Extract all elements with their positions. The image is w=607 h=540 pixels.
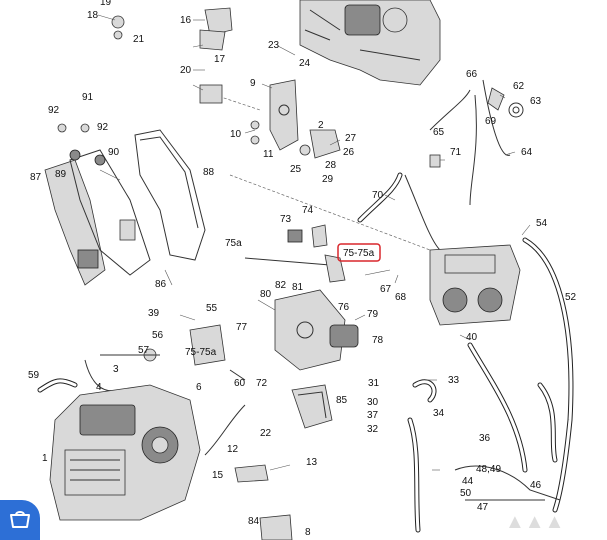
callout: 3 xyxy=(113,364,119,375)
throttle-body-assembly xyxy=(429,244,521,326)
callout: 16 xyxy=(180,15,192,26)
callout: 10 xyxy=(230,129,242,140)
engine-mount-bracket xyxy=(250,79,299,151)
drive-guard xyxy=(44,123,151,286)
callout: 91 xyxy=(82,92,94,103)
callout: 30 xyxy=(367,397,379,408)
callout: 25 xyxy=(290,164,302,175)
upper-left-bracket xyxy=(111,7,233,104)
callout: 31 xyxy=(368,378,380,389)
callout: 78 xyxy=(372,335,384,346)
callout: 89 xyxy=(55,169,67,180)
main-engine xyxy=(49,384,201,521)
callout: 54 xyxy=(536,218,548,229)
callout: 71 xyxy=(450,147,462,158)
callout: 75a xyxy=(225,238,242,249)
callout: 74 xyxy=(302,205,314,216)
callout: 18 xyxy=(87,10,99,21)
callout: 60 xyxy=(234,378,246,389)
callout: 21 xyxy=(133,34,145,45)
callout: 84 xyxy=(248,516,260,527)
callout: 66 xyxy=(466,69,478,80)
callout: 11 xyxy=(263,149,274,160)
callout: 88 xyxy=(203,167,215,178)
callout: 36 xyxy=(479,433,491,444)
callout: 56 xyxy=(152,330,164,341)
callout: 57 xyxy=(138,345,150,356)
callout: 23 xyxy=(268,40,280,51)
callout: 86 xyxy=(155,279,167,290)
callout: 40 xyxy=(466,332,478,343)
callout: 44 xyxy=(462,476,474,487)
callout: 67 xyxy=(380,284,392,295)
callout: 15 xyxy=(212,470,224,481)
callout: 26 xyxy=(343,147,355,158)
callout: 79 xyxy=(367,309,379,320)
callout: 1 xyxy=(42,453,48,464)
callout: 59 xyxy=(28,370,40,381)
callout-labels: 18 19 16 17 20 21 24 23 92 91 92 90 89 8… xyxy=(28,0,577,538)
callout: 48,49 xyxy=(476,464,501,475)
callout: 62 xyxy=(513,81,525,92)
callout: 17 xyxy=(214,54,226,65)
bracket-assembly xyxy=(299,129,341,159)
highlight-label: 75-75a xyxy=(343,248,375,259)
callout: 90 xyxy=(108,147,120,158)
callout: 68 xyxy=(395,292,407,303)
callout: 87 xyxy=(30,172,42,183)
callout: 52 xyxy=(565,292,577,303)
callout: 6 xyxy=(196,382,202,393)
callout: 9 xyxy=(250,78,256,89)
callout: 85 xyxy=(336,395,348,406)
callout: 28 xyxy=(325,160,337,171)
callout: 50 xyxy=(460,488,472,499)
callout: 81 xyxy=(292,282,304,293)
callout: 75-75a xyxy=(185,347,217,358)
callout: 70 xyxy=(372,190,384,201)
callout: 39 xyxy=(148,308,160,319)
leader-lines xyxy=(97,14,531,471)
callout: 37 xyxy=(367,410,379,421)
engine-top-assembly xyxy=(299,0,441,86)
callout: 80 xyxy=(260,289,272,300)
callout: 33 xyxy=(448,375,460,386)
callout: 34 xyxy=(433,408,445,419)
callout: 24 xyxy=(299,58,311,69)
callout: 19 xyxy=(100,0,112,8)
watermark: ▲▲▲ xyxy=(505,511,564,533)
actuator-assembly xyxy=(274,289,359,371)
callout: 47 xyxy=(477,502,489,513)
highlighted-callout[interactable]: 75-75a xyxy=(337,243,381,262)
callout: 2 xyxy=(318,120,324,131)
callout: 92 xyxy=(97,122,109,133)
callout: 12 xyxy=(227,444,239,455)
callout: 92 xyxy=(48,105,60,116)
callout: 20 xyxy=(180,65,192,76)
belt-guard xyxy=(134,129,206,261)
callout: 8 xyxy=(305,527,311,538)
callout: 76 xyxy=(338,302,350,313)
callout: 63 xyxy=(530,96,542,107)
callout: 82 xyxy=(275,280,287,291)
callout: 77 xyxy=(236,322,248,333)
callout: 29 xyxy=(322,174,334,185)
shopping-cart-icon[interactable] xyxy=(0,500,40,540)
callout: 69 xyxy=(485,116,497,127)
callout: 73 xyxy=(280,214,292,225)
callout: 64 xyxy=(521,147,533,158)
callout: 22 xyxy=(260,428,272,439)
callout: 46 xyxy=(530,480,542,491)
callout: 27 xyxy=(345,133,357,144)
callout: 55 xyxy=(206,303,218,314)
callout: 32 xyxy=(367,424,379,435)
callout: 65 xyxy=(433,127,445,138)
callout: 4 xyxy=(96,382,102,393)
callout: 13 xyxy=(306,457,318,468)
callout: 72 xyxy=(256,378,268,389)
